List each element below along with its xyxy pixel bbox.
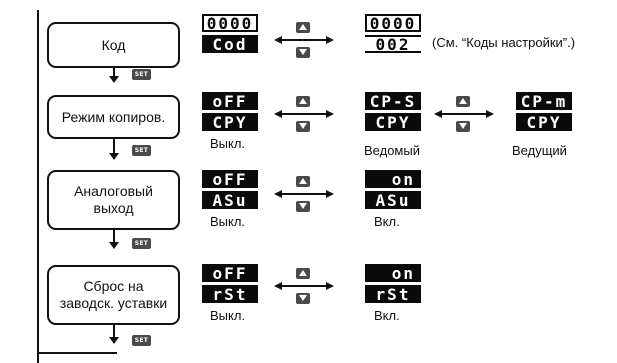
left-rail: [37, 10, 39, 363]
lcd-top: oFF: [202, 264, 258, 282]
set-key-icon: SET: [132, 238, 151, 249]
reset-off-caption: Выкл.: [210, 308, 246, 323]
set-key-icon: SET: [132, 145, 151, 156]
lcd-top: CP-m: [516, 92, 572, 110]
lcd-kod-b: 0000 002: [365, 14, 421, 54]
lcd-bottom: CPY: [365, 113, 421, 131]
double-arrow-icon: [274, 268, 334, 304]
lcd-bottom: rSt: [202, 285, 258, 303]
lcd-bottom: CPY: [516, 113, 572, 131]
lcd-bottom: 002: [365, 35, 421, 53]
reset-on-caption: Вкл.: [374, 308, 400, 323]
set-key-icon: SET: [132, 335, 151, 346]
lcd-bottom: ASu: [202, 191, 258, 209]
lcd-bottom: Cod: [202, 35, 258, 53]
lcd-copy-master: CP-m CPY: [516, 92, 572, 132]
lcd-bottom: ASu: [365, 191, 421, 209]
double-arrow-icon: [274, 176, 334, 212]
connector-3: [113, 230, 115, 244]
lcd-copy-slave: CP-S CPY: [365, 92, 421, 132]
double-arrow-icon: [274, 22, 334, 58]
double-arrow-icon: [274, 96, 334, 132]
connector-1: [113, 68, 115, 78]
copy-slave-caption: Ведомый: [364, 143, 420, 158]
lcd-kod-a: 0000 Cod: [202, 14, 258, 54]
lcd-top: on: [365, 170, 421, 188]
step-analog-output-label: Аналоговый выход: [74, 183, 153, 216]
down-arrow-icon: [109, 153, 119, 160]
step-kod-label: Код: [101, 36, 126, 53]
down-arrow-icon: [109, 337, 119, 344]
lcd-analog-off: oFF ASu: [202, 170, 258, 210]
lcd-reset-on: on rSt: [365, 264, 421, 304]
lcd-top: on: [365, 264, 421, 282]
lcd-top: oFF: [202, 170, 258, 188]
copy-master-caption: Ведущий: [512, 143, 567, 158]
connector-4: [113, 325, 115, 339]
analog-on-caption: Вкл.: [374, 214, 400, 229]
lcd-copy-off: oFF CPY: [202, 92, 258, 132]
step-analog-output: Аналоговый выход: [47, 170, 180, 230]
step-copy-mode-label: Режим копиров.: [61, 108, 166, 125]
lcd-top: CP-S: [365, 92, 421, 110]
lcd-analog-on: on ASu: [365, 170, 421, 210]
analog-off-caption: Выкл.: [210, 214, 246, 229]
lcd-top: 0000: [202, 14, 258, 32]
double-arrow-icon: [434, 96, 494, 132]
lcd-top: 0000: [365, 14, 421, 32]
down-arrow-icon: [109, 242, 119, 249]
lcd-bottom: rSt: [365, 285, 421, 303]
set-key-icon: SET: [132, 69, 151, 80]
rail-bottom: [37, 352, 117, 354]
kod-note: (См. “Коды настройки”.): [432, 35, 576, 50]
down-arrow-icon: [109, 76, 119, 83]
lcd-top: oFF: [202, 92, 258, 110]
step-copy-mode: Режим копиров.: [47, 95, 180, 139]
connector-2: [113, 139, 115, 155]
step-factory-reset-label: Сброс на заводск. уставки: [59, 278, 168, 311]
lcd-bottom: CPY: [202, 113, 258, 131]
step-factory-reset: Сброс на заводск. уставки: [47, 265, 180, 325]
lcd-reset-off: oFF rSt: [202, 264, 258, 304]
copy-off-caption: Выкл.: [210, 136, 246, 151]
step-kod: Код: [47, 22, 180, 68]
